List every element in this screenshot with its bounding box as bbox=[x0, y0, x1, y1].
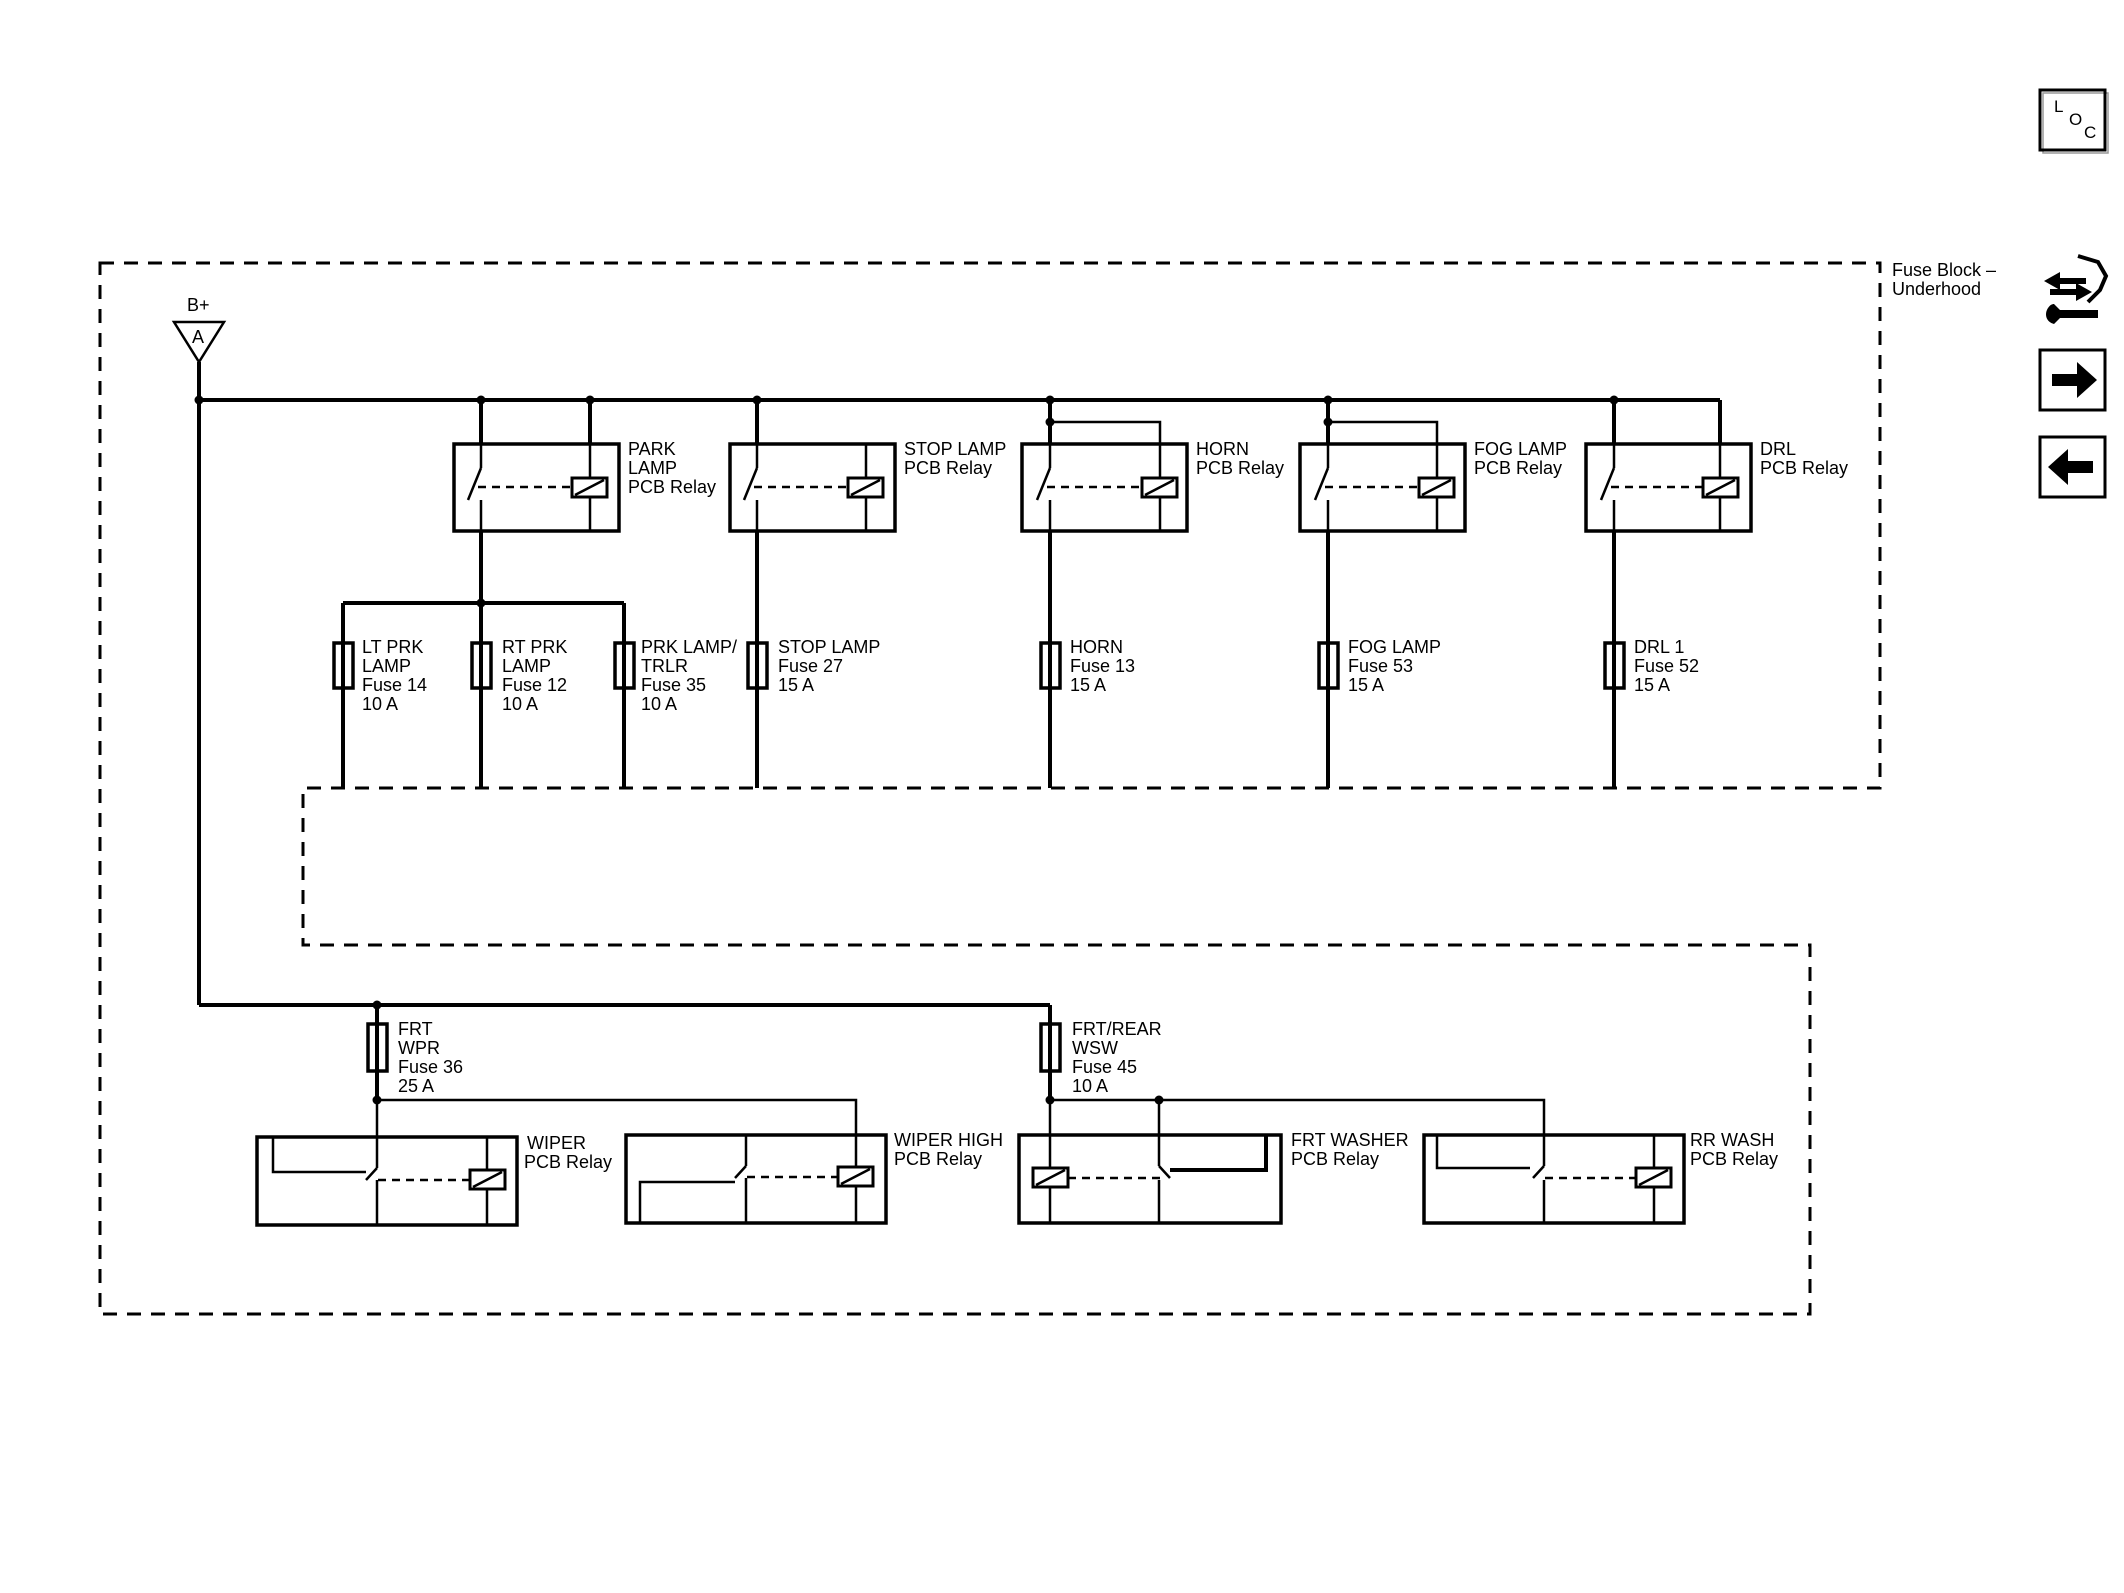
fog-relay-label-1: FOG LAMP bbox=[1474, 439, 1567, 459]
wiper-relay-label-1: WIPER bbox=[527, 1133, 586, 1153]
fuse-fog-lamp: FOG LAMP Fuse 53 15 A bbox=[1317, 637, 1441, 695]
battery-connector-label: A bbox=[192, 327, 204, 347]
park-relay-label-2: LAMP bbox=[628, 458, 677, 478]
svg-text:TRLR: TRLR bbox=[641, 656, 688, 676]
frt-washer-relay-label-1: FRT WASHER bbox=[1291, 1130, 1409, 1150]
fuse-stop-lamp: STOP LAMP Fuse 27 15 A bbox=[746, 637, 880, 695]
horn-relay-label-2: PCB Relay bbox=[1196, 458, 1284, 478]
fuse-frt-rear-wsw: FRT/REAR WSW Fuse 45 10 A bbox=[1039, 1019, 1162, 1096]
wiper-relay: WIPER PCB Relay bbox=[255, 1100, 612, 1227]
fuse-frt-wpr: FRT WPR Fuse 36 25 A bbox=[366, 1019, 463, 1096]
stop-relay-label-2: PCB Relay bbox=[904, 458, 992, 478]
svg-text:FRT: FRT bbox=[398, 1019, 433, 1039]
svg-text:10 A: 10 A bbox=[502, 694, 538, 714]
wiper-relay-label-2: PCB Relay bbox=[524, 1152, 612, 1172]
fuse-drl-1: DRL 1 Fuse 52 15 A bbox=[1603, 637, 1699, 695]
svg-text:LAMP: LAMP bbox=[362, 656, 411, 676]
component-locator-icon[interactable] bbox=[2044, 254, 2109, 324]
battery-label: B+ bbox=[187, 295, 210, 315]
svg-text:10 A: 10 A bbox=[1072, 1076, 1108, 1096]
park-relay-label-3: PCB Relay bbox=[628, 477, 716, 497]
svg-text:LT PRK: LT PRK bbox=[362, 637, 423, 657]
svg-text:STOP LAMP: STOP LAMP bbox=[778, 637, 880, 657]
rr-wash-relay-label-1: RR WASH bbox=[1690, 1130, 1774, 1150]
svg-text:10 A: 10 A bbox=[362, 694, 398, 714]
fuse-rt-prk-lamp: RT PRK LAMP Fuse 12 10 A bbox=[470, 603, 567, 788]
fuse-horn: HORN Fuse 13 15 A bbox=[1039, 637, 1135, 695]
svg-text:15 A: 15 A bbox=[1348, 675, 1384, 695]
svg-text:Fuse 53: Fuse 53 bbox=[1348, 656, 1413, 676]
svg-text:Fuse 45: Fuse 45 bbox=[1072, 1057, 1137, 1077]
fog-relay-label-2: PCB Relay bbox=[1474, 458, 1562, 478]
rr-wash-relay: RR WASH PCB Relay bbox=[1422, 1130, 1778, 1225]
svg-text:WPR: WPR bbox=[398, 1038, 440, 1058]
fuse-block-title-line1: Fuse Block – bbox=[1892, 260, 1996, 280]
svg-text:FRT/REAR: FRT/REAR bbox=[1072, 1019, 1162, 1039]
arrow-left-icon[interactable] bbox=[2038, 435, 2107, 499]
svg-text:15 A: 15 A bbox=[1634, 675, 1670, 695]
wiper-high-relay: WIPER HIGH PCB Relay bbox=[624, 1130, 1003, 1225]
svg-text:15 A: 15 A bbox=[1070, 675, 1106, 695]
fuse-lt-prk-lamp: LT PRK LAMP Fuse 14 10 A bbox=[332, 603, 427, 788]
horn-relay: HORN PCB Relay bbox=[1020, 395, 1284, 533]
svg-text:10 A: 10 A bbox=[641, 694, 677, 714]
rr-wash-relay-label-2: PCB Relay bbox=[1690, 1149, 1778, 1169]
park-relay-label-1: PARK bbox=[628, 439, 676, 459]
battery-connector bbox=[171, 320, 227, 365]
svg-text:15 A: 15 A bbox=[778, 675, 814, 695]
svg-text:PRK LAMP/: PRK LAMP/ bbox=[641, 637, 737, 657]
svg-text:Fuse 14: Fuse 14 bbox=[362, 675, 427, 695]
svg-text:Fuse 27: Fuse 27 bbox=[778, 656, 843, 676]
wiper-high-relay-label-2: PCB Relay bbox=[894, 1149, 982, 1169]
frt-washer-relay: FRT WASHER PCB Relay bbox=[1017, 1100, 1409, 1225]
svg-text:Fuse 35: Fuse 35 bbox=[641, 675, 706, 695]
svg-text:Fuse 36: Fuse 36 bbox=[398, 1057, 463, 1077]
frt-washer-relay-label-2: PCB Relay bbox=[1291, 1149, 1379, 1169]
svg-text:WSW: WSW bbox=[1072, 1038, 1118, 1058]
svg-text:Fuse 12: Fuse 12 bbox=[502, 675, 567, 695]
drl-relay: DRL PCB Relay bbox=[1584, 395, 1848, 533]
park-lamp-relay: PARK LAMP PCB Relay bbox=[452, 395, 716, 533]
svg-text:25 A: 25 A bbox=[398, 1076, 434, 1096]
fuse-block-title-line2: Underhood bbox=[1892, 279, 1981, 299]
svg-text:HORN: HORN bbox=[1070, 637, 1123, 657]
svg-text:RT PRK: RT PRK bbox=[502, 637, 567, 657]
wiper-high-relay-label-1: WIPER HIGH bbox=[894, 1130, 1003, 1150]
svg-text:L: L bbox=[2054, 97, 2063, 116]
svg-text:FOG LAMP: FOG LAMP bbox=[1348, 637, 1441, 657]
svg-text:O: O bbox=[2069, 110, 2082, 129]
svg-text:LAMP: LAMP bbox=[502, 656, 551, 676]
svg-text:Fuse 13: Fuse 13 bbox=[1070, 656, 1135, 676]
fog-lamp-relay: FOG LAMP PCB Relay bbox=[1298, 395, 1567, 533]
drl-relay-label-2: PCB Relay bbox=[1760, 458, 1848, 478]
svg-text:DRL 1: DRL 1 bbox=[1634, 637, 1684, 657]
arrow-right-icon[interactable] bbox=[2038, 348, 2107, 412]
svg-text:C: C bbox=[2084, 123, 2096, 142]
fuse-prk-lamp-trlr: PRK LAMP/ TRLR Fuse 35 10 A bbox=[613, 603, 737, 788]
svg-text:Fuse 52: Fuse 52 bbox=[1634, 656, 1699, 676]
stop-relay-label-1: STOP LAMP bbox=[904, 439, 1006, 459]
horn-relay-label-1: HORN bbox=[1196, 439, 1249, 459]
stop-lamp-relay: STOP LAMP PCB Relay bbox=[728, 395, 1006, 533]
loc-icon[interactable]: L O C bbox=[2038, 88, 2109, 154]
fuse-block-outline bbox=[98, 261, 1882, 1316]
drl-relay-label-1: DRL bbox=[1760, 439, 1796, 459]
